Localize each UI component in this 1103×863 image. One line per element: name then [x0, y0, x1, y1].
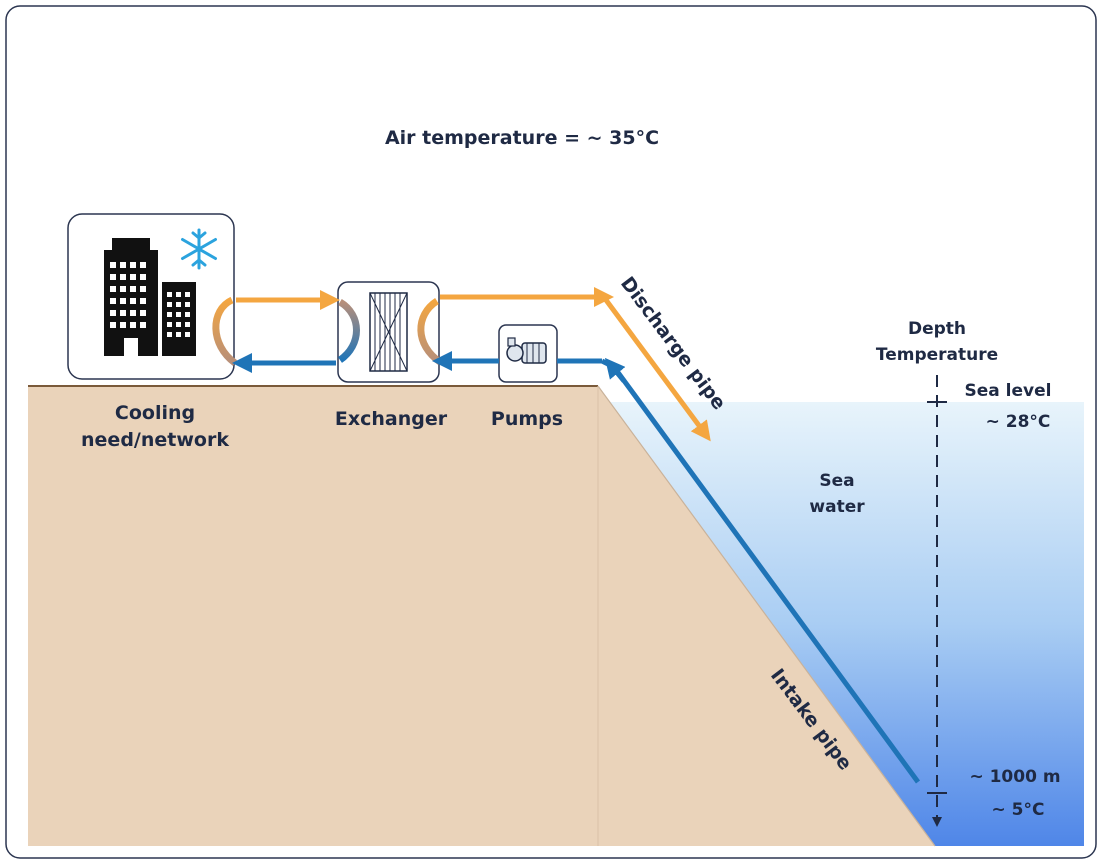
building-icon — [104, 238, 196, 356]
intake-pipe-arrow — [604, 357, 626, 383]
cooling-label-line2: need/network — [81, 429, 229, 451]
bottom-depth-label: ~ 1000 m — [969, 767, 1060, 787]
snowflake-icon — [181, 228, 217, 270]
land-area — [28, 386, 935, 846]
depth-header-line2: Temperature — [876, 345, 998, 365]
air-temperature-label: Air temperature = ~ 35°C — [385, 127, 659, 149]
building-loop-swirl — [212, 296, 238, 366]
pump-icon — [498, 324, 558, 383]
heat-exchanger-icon — [337, 281, 440, 383]
sea-level-temp: ~ 28°C — [986, 412, 1051, 432]
discharge-pipe — [603, 298, 711, 442]
land-slope-edge — [597, 385, 936, 847]
bottom-temp-label: ~ 5°C — [992, 800, 1045, 820]
sea-water-label-line1: Sea — [819, 471, 854, 491]
exchanger-label: Exchanger — [335, 408, 448, 430]
sea-water-label-line2: water — [809, 497, 865, 517]
sea-level-label: Sea level — [965, 381, 1052, 401]
cooling-building — [67, 213, 235, 380]
pumps-label: Pumps — [491, 408, 563, 430]
cooling-label-line1: Cooling — [115, 402, 195, 424]
exchanger-left-swirl — [337, 298, 360, 363]
depth-header-line1: Depth — [908, 319, 966, 339]
